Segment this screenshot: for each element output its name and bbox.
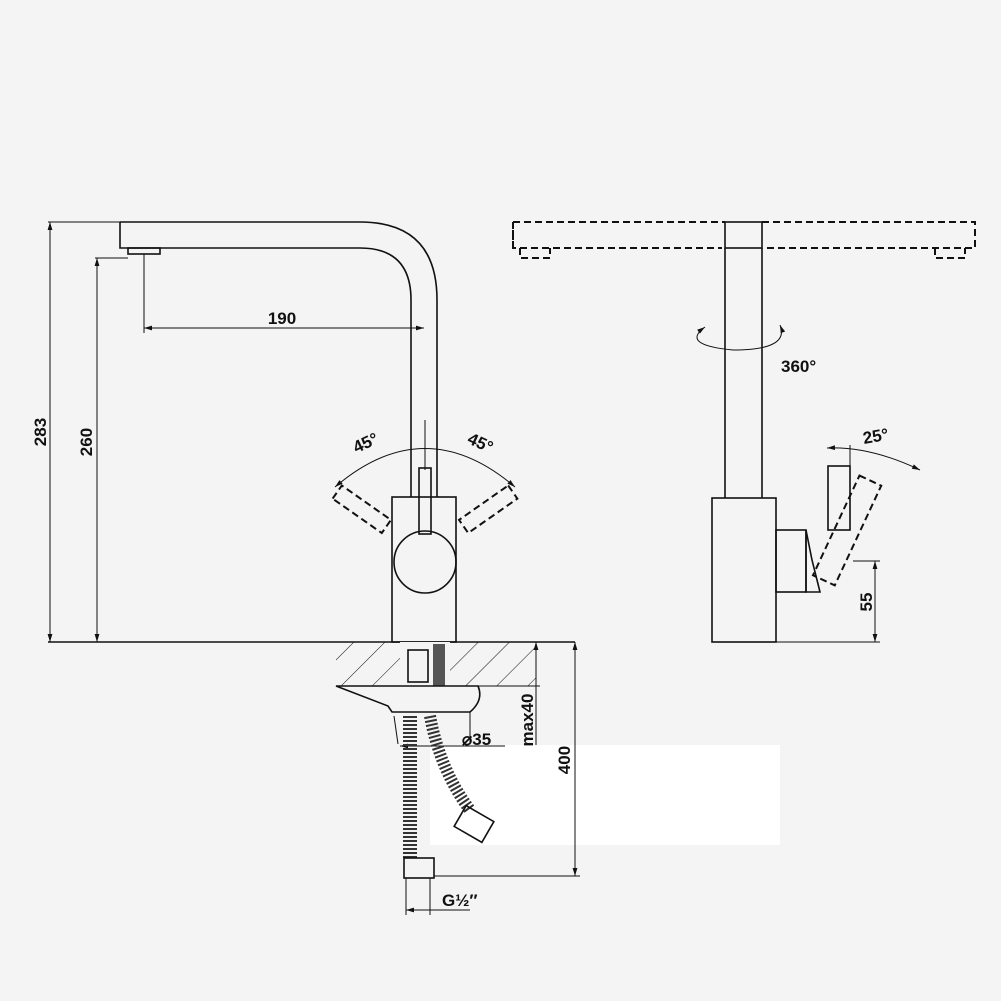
- side-lever: [827, 465, 851, 531]
- aerator: [127, 247, 161, 255]
- dim-diameter-35: ⌀35: [462, 730, 491, 749]
- dim-45-left: 45°: [350, 429, 382, 457]
- dim-55: 55: [857, 593, 876, 612]
- spout-top: [724, 221, 763, 249]
- threaded-rod: [433, 644, 445, 686]
- spout: [119, 221, 438, 497]
- swivel-arrow: [696, 324, 786, 351]
- dim-360: 360°: [781, 357, 816, 376]
- dim-max40: max40: [518, 694, 537, 747]
- dim-283: 283: [31, 418, 50, 446]
- faucet-body: [391, 496, 457, 643]
- under-counter: ⌀35 max40 400 G½″: [335, 642, 580, 915]
- dim-25: 25°: [861, 425, 890, 448]
- hose-nut-1: [403, 857, 435, 879]
- mounting-plate: [335, 685, 481, 713]
- hose-nut-2: [453, 804, 495, 844]
- dim-45-right: 45°: [465, 429, 497, 457]
- lever-right-dashed: [457, 484, 519, 535]
- spout-swivel-dashed: [512, 221, 976, 249]
- dim-400: 400: [555, 746, 574, 774]
- side-body: [711, 497, 777, 643]
- lever: [418, 467, 432, 535]
- white-patch: [430, 745, 780, 845]
- front-view: 283 260 190 45° 45°: [31, 221, 575, 643]
- dim-190: 190: [268, 309, 296, 328]
- dim-thread: G½″: [442, 891, 478, 910]
- side-lever-dashed: [811, 474, 883, 587]
- side-view: 360° 25° 55: [512, 221, 976, 643]
- lever-left-dashed: [331, 484, 393, 535]
- hose-2: [424, 714, 475, 814]
- dim-260: 260: [77, 428, 96, 456]
- lever-mount: [775, 529, 807, 593]
- lever-hub: [393, 530, 457, 594]
- connector: [407, 649, 429, 683]
